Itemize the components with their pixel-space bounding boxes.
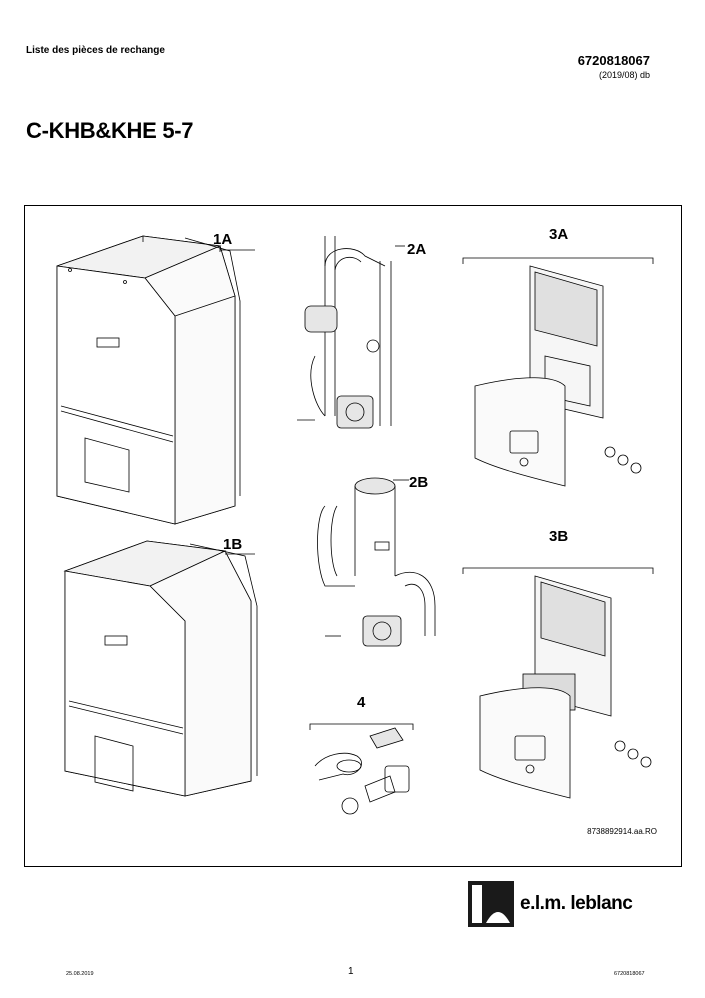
exploded-view-frame: 1A 2A 3A 1B 2B 3B 4 8738892914.aa.RO xyxy=(24,205,682,867)
doc-header: 6720818067 (2019/08) db xyxy=(578,53,650,80)
control-3b-illustration xyxy=(462,567,654,799)
brand-name: e.l.m. leblanc xyxy=(520,893,633,914)
boiler-1a-illustration xyxy=(56,235,241,525)
hydraulic-2a-illustration xyxy=(297,236,392,429)
label-3b: 3B xyxy=(549,528,569,545)
doc-number: 6720818067 xyxy=(577,53,650,68)
brand-logo: e.l.m. leblanc xyxy=(468,881,633,927)
page-number: 1 xyxy=(348,966,354,977)
hydraulic-2b-illustration xyxy=(317,477,436,647)
label-4: 4 xyxy=(357,694,366,711)
page-title: C-KHB&KHE 5-7 xyxy=(26,118,194,143)
control-3a-illustration xyxy=(462,257,654,487)
bracket-3a xyxy=(462,257,654,264)
drawing-reference: 8738892914.aa.RO xyxy=(587,827,657,836)
label-1b: 1B xyxy=(223,536,243,553)
list-title: Liste des pièces de rechange xyxy=(26,45,165,56)
footer-doc-number: 6720818067 xyxy=(614,971,645,977)
bracket-3b xyxy=(462,567,654,574)
label-1a: 1A xyxy=(213,231,233,248)
elm-leblanc-logo-icon xyxy=(468,881,514,927)
parts-drawing xyxy=(56,235,654,815)
accessories-4-illustration xyxy=(309,723,414,815)
label-2a: 2A xyxy=(407,241,427,258)
label-2b: 2B xyxy=(409,474,429,491)
doc-date: (2019/08) db xyxy=(598,70,650,80)
footer-date: 25.08.2019 xyxy=(66,971,94,977)
boiler-1b-illustration xyxy=(63,540,258,797)
bracket-4 xyxy=(309,723,414,730)
label-3a: 3A xyxy=(549,226,569,243)
